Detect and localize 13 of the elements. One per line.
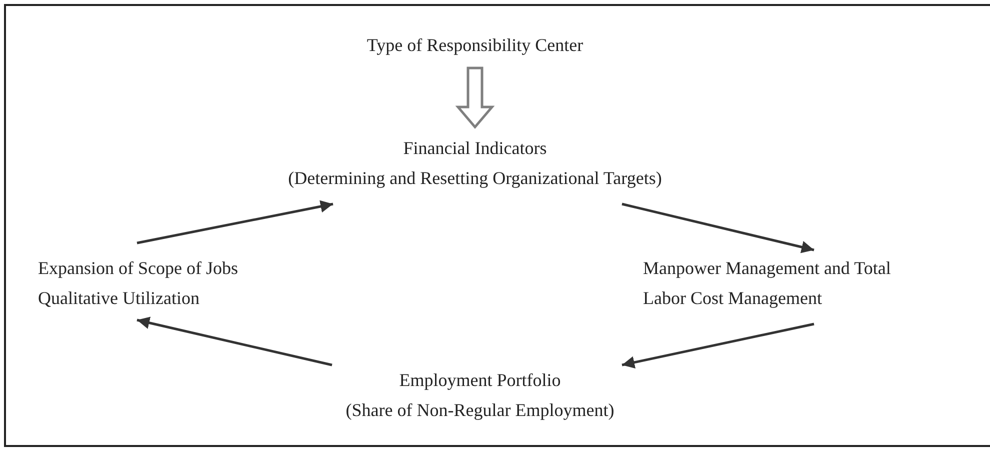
arrow (136, 200, 334, 244)
node-label: Expansion of Scope of Jobs (38, 257, 239, 280)
arrow (622, 322, 814, 368)
node-label: (Share of Non-Regular Employment) (344, 399, 616, 422)
hollow-arrow (455, 66, 495, 129)
node-label: Manpower Management and Total Labor Cost Management (643, 257, 892, 310)
arrow (622, 202, 814, 254)
node-label: Employment Portfolio (398, 369, 562, 392)
arrow (136, 316, 332, 366)
node-label: Type of Responsibility Center (366, 34, 584, 57)
node-label: Financial Indicators (402, 137, 548, 160)
node-label: (Determining and Resetting Organizational Targets) (287, 167, 663, 190)
node-label: Qualitative Utilization (38, 287, 200, 310)
